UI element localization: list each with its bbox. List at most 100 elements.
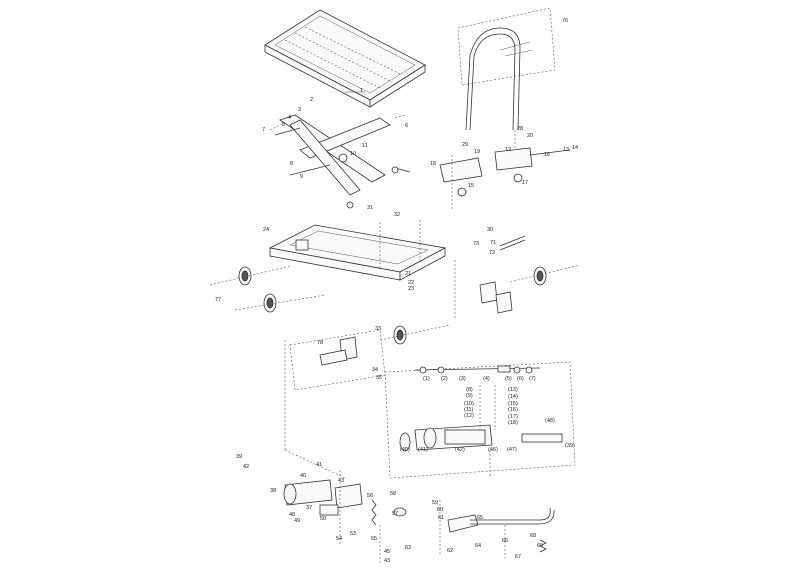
part-label: 21 bbox=[405, 271, 411, 277]
scissor-arms bbox=[269, 114, 411, 209]
caster-bracket-group bbox=[289, 329, 386, 391]
part-label: 22 bbox=[408, 280, 414, 286]
part-label: 67 bbox=[515, 554, 521, 560]
part-label: 3 bbox=[298, 107, 301, 113]
part-label: 77 bbox=[215, 297, 221, 303]
part-label: 11 bbox=[362, 143, 368, 149]
part-label: 31 bbox=[367, 205, 373, 211]
part-label: 23 bbox=[408, 286, 414, 292]
part-label: 17 bbox=[522, 180, 528, 186]
part-label: 8 bbox=[290, 161, 293, 167]
part-label: 76 bbox=[562, 18, 568, 24]
part-label: 38 bbox=[270, 488, 276, 494]
part-label: 14 bbox=[572, 145, 578, 151]
part-label: (8) bbox=[466, 387, 473, 393]
part-label: 43 bbox=[384, 558, 390, 564]
part-label: (2) bbox=[441, 376, 448, 382]
part-label: 9 bbox=[300, 174, 303, 180]
part-label: 39 bbox=[236, 454, 242, 460]
part-label: (10) bbox=[464, 401, 474, 407]
part-label: (39) bbox=[565, 443, 575, 449]
part-label: (14) bbox=[508, 394, 518, 400]
part-label: 68 bbox=[530, 533, 536, 539]
part-label: 61 bbox=[438, 515, 444, 521]
part-label: 6 bbox=[405, 123, 408, 129]
part-label: (18) bbox=[508, 420, 518, 426]
part-label: (7) bbox=[529, 376, 536, 382]
handle-assembly bbox=[439, 7, 571, 210]
part-label: (4) bbox=[483, 376, 490, 382]
lower-pump-assembly bbox=[283, 470, 407, 565]
part-label: 37 bbox=[306, 505, 312, 511]
part-label: (1) bbox=[423, 376, 430, 382]
part-label: 71 bbox=[490, 240, 496, 246]
part-label: 15 bbox=[468, 183, 474, 189]
part-label: 35 bbox=[376, 375, 382, 381]
part-label: (47) bbox=[507, 447, 517, 453]
part-label: 64 bbox=[475, 543, 481, 549]
part-label: 43 bbox=[338, 478, 344, 484]
guide-lines bbox=[284, 260, 456, 479]
part-label: 29 bbox=[462, 142, 468, 148]
part-label: 2 bbox=[310, 97, 313, 103]
part-label: (6) bbox=[517, 376, 524, 382]
part-label: (48) bbox=[545, 418, 555, 424]
foot-pedal-lever bbox=[439, 500, 555, 558]
part-label: 55 bbox=[371, 536, 377, 542]
part-label: (16) bbox=[508, 407, 518, 413]
part-label: 53 bbox=[350, 531, 356, 537]
part-label: 20 bbox=[527, 133, 533, 139]
part-label: 66 bbox=[502, 538, 508, 544]
part-label: (15) bbox=[508, 401, 518, 407]
part-label: 32 bbox=[394, 212, 400, 218]
part-label: 5 bbox=[282, 122, 285, 128]
part-label: (17) bbox=[508, 414, 518, 420]
part-label: (40) bbox=[400, 447, 410, 453]
part-label: 58 bbox=[390, 491, 396, 497]
part-label: (9) bbox=[466, 393, 473, 399]
part-label: 40 bbox=[300, 473, 306, 479]
part-label: 60 bbox=[437, 507, 443, 513]
part-label: 72 bbox=[489, 250, 495, 256]
part-label: 57 bbox=[392, 511, 398, 517]
part-label: 63 bbox=[405, 545, 411, 551]
part-label: 24 bbox=[263, 227, 269, 233]
part-label: 49 bbox=[294, 518, 300, 524]
part-label: (46) bbox=[488, 447, 498, 453]
part-label: 73 bbox=[473, 241, 479, 247]
part-label: (3) bbox=[459, 376, 466, 382]
part-label: 16 bbox=[544, 152, 550, 158]
wheels bbox=[209, 264, 581, 345]
table-top bbox=[264, 9, 426, 108]
part-label: 13 bbox=[563, 147, 569, 153]
part-label: (41) bbox=[418, 447, 428, 453]
part-label: 50 bbox=[320, 516, 326, 522]
part-label: 7 bbox=[262, 127, 265, 133]
part-label: 30 bbox=[487, 227, 493, 233]
part-label: 34 bbox=[372, 367, 378, 373]
part-label: 69 bbox=[537, 543, 543, 549]
part-label: 48 bbox=[289, 512, 295, 518]
part-label: (12) bbox=[464, 413, 474, 419]
part-label: 18 bbox=[430, 161, 436, 167]
base-frame bbox=[268, 220, 526, 281]
part-label: (11) bbox=[464, 407, 474, 413]
part-label: 10 bbox=[350, 151, 356, 157]
part-label: 1 bbox=[360, 88, 363, 94]
pump-detail-box bbox=[384, 361, 576, 479]
part-label: 19 bbox=[474, 149, 480, 155]
part-label: (5) bbox=[505, 376, 512, 382]
part-label: (42) bbox=[455, 447, 465, 453]
part-label: 12 bbox=[505, 147, 511, 153]
part-label: 78 bbox=[317, 340, 323, 346]
part-label: (13) bbox=[508, 387, 518, 393]
part-label: 4 bbox=[288, 115, 291, 121]
part-label: 33 bbox=[375, 326, 381, 332]
part-label: 54 bbox=[336, 536, 342, 542]
part-label: 56 bbox=[367, 493, 373, 499]
part-label: 59 bbox=[432, 500, 438, 506]
part-label: 41 bbox=[316, 462, 322, 468]
